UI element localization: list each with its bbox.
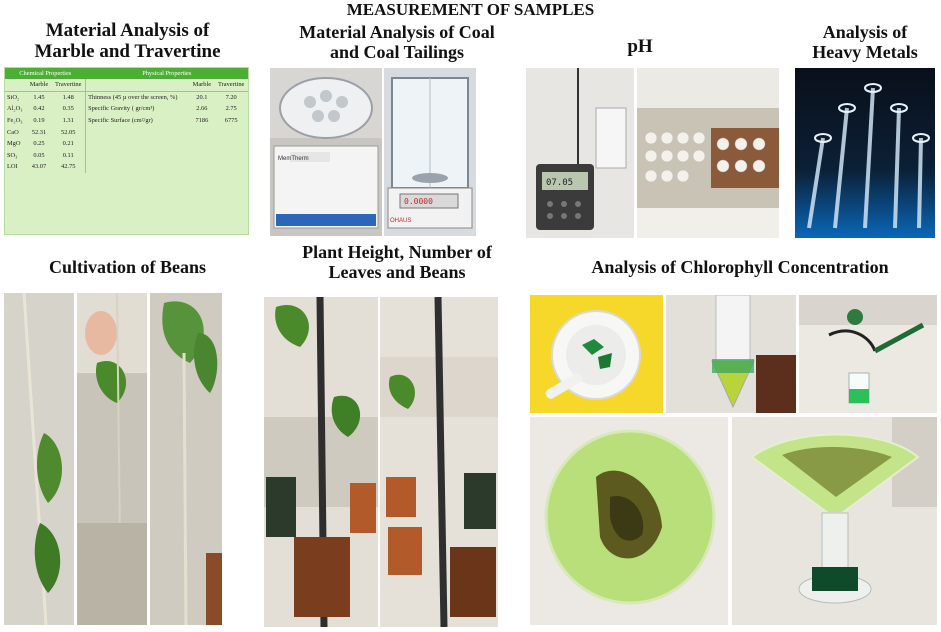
bean-plant-photo-2	[77, 293, 147, 625]
material-properties-table: Chemical Properties Physical Properties …	[4, 67, 249, 235]
table-cell-chem-marble: 1.45	[33, 93, 45, 101]
table-cell-chem-marble: 43.07	[31, 163, 47, 171]
table-cell-chem-name: CaO	[7, 128, 19, 136]
ph-meter-photo: 07.05	[526, 68, 634, 238]
balance-brand-label: OHAUS	[390, 218, 411, 224]
oven-brand-label: MemTherm	[278, 156, 309, 162]
table-cell-empty	[86, 161, 190, 173]
bean-plant-photo-3	[150, 293, 222, 625]
table-cell-chem-name: MgO	[7, 140, 21, 148]
table-cell-empty	[214, 161, 248, 173]
table-cell-empty	[214, 150, 248, 162]
table-cell-chem-travertine: 0.11	[51, 149, 87, 162]
table-cell-empty	[189, 150, 214, 162]
table-cell-chem-name: Fe₂O₃	[7, 117, 23, 125]
table-row: CaO 52.31 52.05	[5, 126, 248, 138]
table-cell-chem-marble: 0.42	[33, 105, 45, 113]
table-cell-chem-travertine: 1.31	[51, 114, 87, 127]
analytical-balance-photo: 0.0000 OHAUS	[384, 68, 476, 236]
section-title-beans: Cultivation of Beans	[48, 257, 207, 277]
table-cell-phys-marble: 20.1	[196, 93, 208, 101]
table-cell-empty	[86, 138, 190, 150]
table-cell-phys-travertine: 6775	[224, 117, 238, 125]
table-cell-empty	[214, 138, 248, 150]
section-title-coal: Material Analysis of Coal and Coal Taili…	[299, 22, 495, 63]
section-title-ph: pH	[627, 36, 653, 57]
table-cell-empty	[189, 161, 214, 173]
plant-height-photo-1	[264, 297, 378, 627]
heavy-metals-tubes-photo	[795, 68, 935, 238]
table-cell-chem-name: SO₃	[7, 151, 18, 159]
phys-header: Physical Properties	[85, 68, 248, 79]
centrifuge-tube-photo	[666, 295, 796, 413]
section-title-heavy-metals: Analysis of Heavy Metals	[812, 22, 918, 63]
table-cell-chem-travertine: 52.05	[51, 126, 87, 138]
table-cell-chem-marble: 0.05	[33, 151, 45, 159]
table-cell-phys-travertine: 2.75	[225, 105, 237, 113]
table-cell-phys-name: Thinness (45 µ over the screen, %)	[88, 93, 178, 101]
chem-header: Chemical Properties	[5, 68, 86, 79]
section-title-chlorophyll: Analysis of Chlorophyll Concentration	[591, 257, 889, 277]
table-cell-chem-marble: 0.25	[33, 140, 45, 148]
spectrophotometer-cuvette-photo	[799, 295, 937, 413]
ph-samples-bench-photo	[637, 68, 779, 238]
bean-plant-photo-1	[4, 293, 74, 625]
table-cell-empty	[189, 126, 214, 138]
table-cell-empty	[86, 150, 190, 162]
funnel-filtration-setup-photo	[732, 417, 937, 625]
table-cell-chem-travertine: 0.21	[51, 137, 87, 150]
table-row: MgO 0.25 0.21	[5, 137, 248, 150]
main-title: MEASUREMENT OF SAMPLES	[346, 0, 595, 19]
table-cell-chem-travertine: 1.48	[51, 91, 87, 104]
table-cell-chem-name: SiO₂	[7, 93, 20, 101]
table-cell-phys-name: Specific Surface (cm²/gr)	[88, 117, 153, 125]
table-cell-chem-travertine: 42.75	[51, 161, 87, 173]
ph-display: 07.05	[546, 178, 573, 188]
table-cell-chem-name: Al₂O₃	[7, 105, 23, 113]
table-row: LOI 43.07 42.75	[5, 161, 248, 173]
section-title-marble: Material Analysis of Marble and Traverti…	[34, 20, 221, 63]
filter-funnel-photo	[530, 417, 728, 625]
col-travertine: Travertine	[51, 79, 87, 92]
table-cell-chem-travertine: 0.35	[51, 103, 87, 115]
col-marble: Marble	[189, 79, 215, 92]
col-travertine: Travertine	[214, 79, 248, 92]
section-title-plant-height: Plant Height, Number of Leaves and Beans	[302, 242, 492, 283]
table-cell-empty	[189, 138, 214, 150]
table-cell-chem-marble: 52.31	[31, 128, 47, 136]
desiccator-oven-photo: MemTherm	[270, 68, 382, 236]
table-cell-chem-marble: 0.19	[33, 117, 45, 125]
col-marble: Marble	[26, 79, 52, 92]
table-cell-phys-marble: 7186	[195, 117, 209, 125]
table-cell-phys-name: Specific Gravity ( gr/cm³)	[88, 105, 155, 113]
table-cell-empty	[214, 126, 248, 138]
table-cell-chem-name: LOI	[7, 163, 18, 171]
balance-display: 0.0000	[404, 197, 433, 206]
table-row: SO₃ 0.05 0.11	[5, 149, 248, 162]
plant-height-photo-2	[380, 297, 498, 627]
table-cell-empty	[86, 126, 190, 138]
table-cell-phys-travertine: 7.20	[225, 93, 237, 101]
mortar-grinding-photo	[530, 295, 663, 413]
table-cell-phys-marble: 2.66	[196, 105, 208, 113]
